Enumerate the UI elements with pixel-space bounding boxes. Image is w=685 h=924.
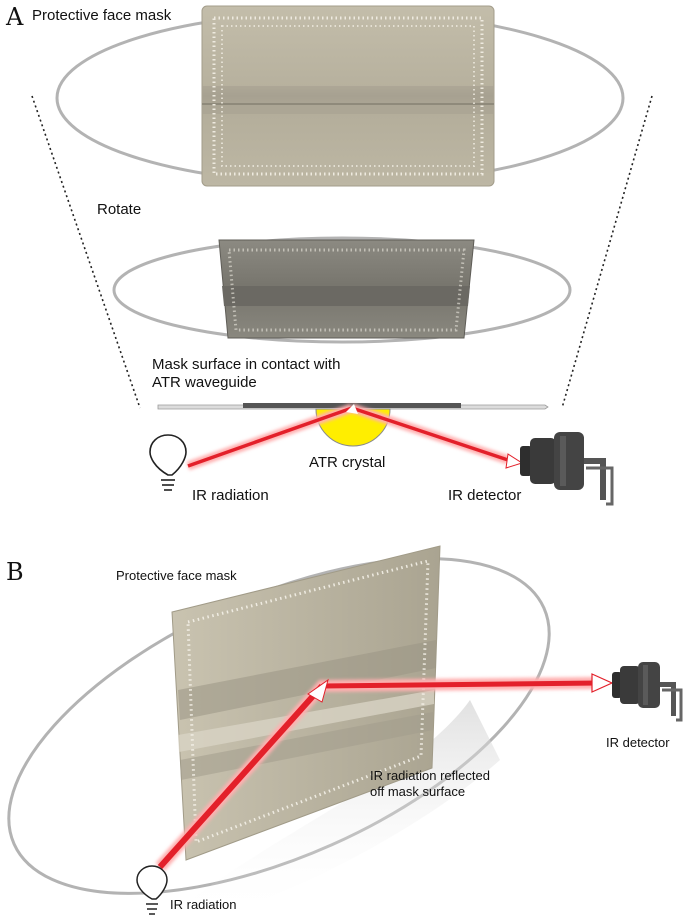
incident-beam [187, 406, 353, 468]
detector-arrowhead [505, 453, 524, 469]
ear-loop-strap-tilted [112, 236, 572, 344]
detector-label-a: IR detector [448, 487, 521, 504]
reflection-arrowhead [346, 404, 358, 414]
mask-stitching-tilted [227, 248, 466, 332]
projection-line-right [561, 95, 653, 409]
mask-tilted-view [112, 236, 572, 344]
mask-pleat-tilted [222, 286, 470, 306]
source-label-a: IR radiation [192, 487, 269, 504]
lightbulb-icon [149, 434, 187, 491]
reflect-label-line2: off mask surface [370, 784, 465, 799]
mask-stitching-b [186, 559, 430, 845]
contact-label-line2: ATR waveguide [152, 374, 257, 391]
mask-pleat-b2 [178, 690, 434, 752]
detector-arrowhead-b [591, 673, 614, 693]
contact-label-line1: Mask surface in contact with [152, 356, 340, 373]
detector-label-b: IR detector [606, 735, 670, 750]
ir-beam-a [186, 403, 524, 471]
panel-letter-a: A [5, 3, 24, 31]
mask-pleat-b3 [180, 712, 433, 780]
projection-line-left [31, 95, 141, 409]
mask-front-view [55, 5, 625, 187]
lightbulb-icon [136, 865, 168, 915]
panel-a: A Protective face mask Rotate Mask surfa… [5, 3, 653, 506]
panel-letter-b: B [6, 558, 24, 586]
mask-stitching [212, 16, 484, 176]
mask-pleat-b1 [178, 640, 436, 720]
reflected-beam-b [321, 680, 599, 689]
rotate-label: Rotate [97, 201, 141, 218]
reflect-label-line1: IR radiation reflected [370, 768, 490, 783]
reflected-beam [351, 406, 509, 462]
reflection-arrowhead-b [307, 678, 329, 703]
source-label-b: IR radiation [170, 897, 236, 912]
mask-pleat [202, 86, 494, 114]
panel-b: B Protective face mask IR radiation refl… [6, 545, 683, 920]
incident-beam-b [157, 683, 325, 870]
ir-detector-icon [520, 432, 614, 506]
mask-label-a: Protective face mask [32, 7, 172, 24]
crystal-label: ATR crystal [309, 454, 385, 471]
ir-beam-b [155, 673, 614, 872]
mask-label-b: Protective face mask [116, 568, 237, 583]
ir-detector-icon [612, 662, 683, 722]
mask-stitching-inner [221, 25, 475, 167]
mask-contact-surface [243, 403, 461, 408]
